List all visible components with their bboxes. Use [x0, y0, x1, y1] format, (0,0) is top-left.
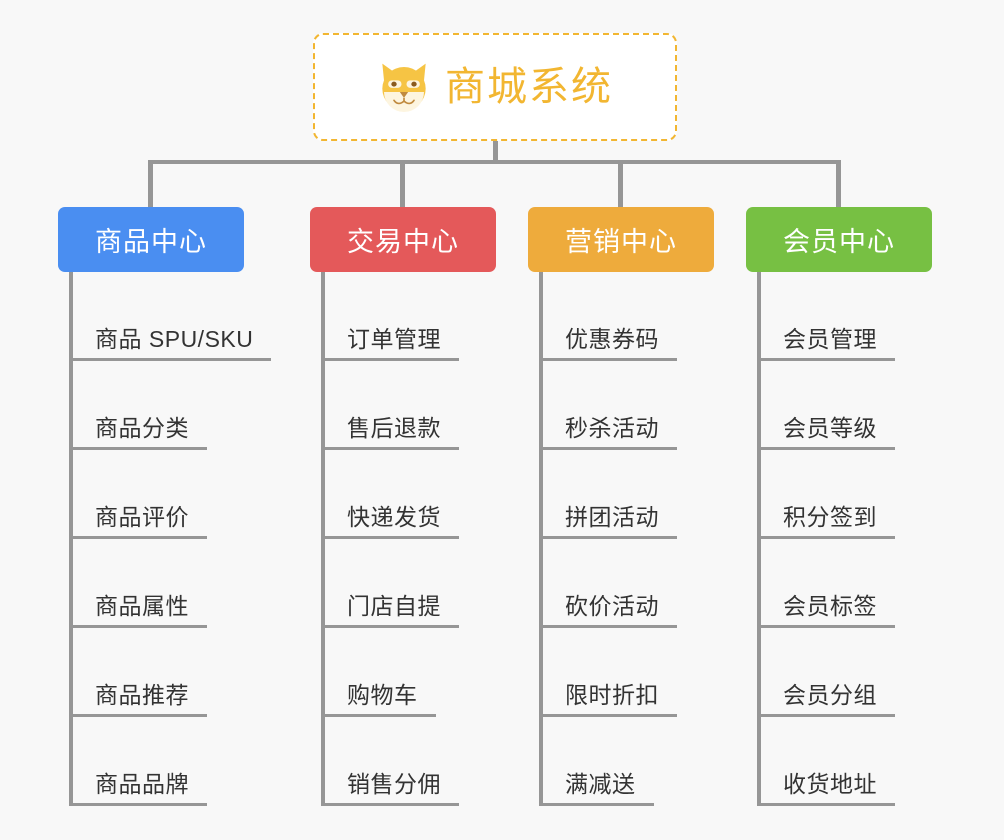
- leaf-label: 拼团活动: [565, 503, 659, 530]
- leaf-label: 门店自提: [347, 592, 441, 619]
- list-item[interactable]: 会员等级: [746, 361, 932, 450]
- column-spine: [69, 272, 73, 806]
- list-item[interactable]: 会员管理: [746, 272, 932, 361]
- shiba-dog-face-icon: [382, 63, 426, 112]
- list-item[interactable]: 售后退款: [310, 361, 496, 450]
- list-item[interactable]: 满减送: [528, 717, 714, 806]
- list-item[interactable]: 商品品牌: [58, 717, 244, 806]
- leaf-label: 订单管理: [347, 325, 441, 352]
- leaf-label: 优惠券码: [565, 325, 659, 352]
- root-title: 商城系统: [445, 65, 613, 109]
- list-item[interactable]: 积分签到: [746, 450, 932, 539]
- list-item[interactable]: 优惠券码: [528, 272, 714, 361]
- category-label: 营销中心: [565, 227, 677, 257]
- category-box-marketing-center[interactable]: 营销中心: [528, 207, 714, 272]
- leaf-label: 销售分佣: [347, 770, 441, 797]
- column-spine: [321, 272, 325, 806]
- list-item[interactable]: 快递发货: [310, 450, 496, 539]
- branch-column-trade-center: 交易中心 订单管理 售后退款 快递发货 门店自提 购物车 销售分佣: [310, 207, 496, 806]
- category-label: 商品中心: [95, 227, 207, 257]
- column-spine: [539, 272, 543, 806]
- list-item[interactable]: 秒杀活动: [528, 361, 714, 450]
- connector-drop-2: [400, 160, 405, 208]
- branch-column-product-center: 商品中心 商品 SPU/SKU 商品分类 商品评价 商品属性 商品推荐 商品品牌: [58, 207, 272, 806]
- list-item[interactable]: 订单管理: [310, 272, 496, 361]
- list-item[interactable]: 限时折扣: [528, 628, 714, 717]
- leaf-label: 快递发货: [347, 503, 441, 530]
- leaf-label: 满减送: [565, 770, 636, 797]
- category-label: 会员中心: [783, 227, 895, 257]
- root-node[interactable]: 商城系统: [313, 33, 677, 141]
- list-item[interactable]: 商品 SPU/SKU: [58, 272, 272, 361]
- leaf-label: 收货地址: [783, 770, 877, 797]
- list-item[interactable]: 会员分组: [746, 628, 932, 717]
- category-label: 交易中心: [347, 227, 459, 257]
- leaf-label: 会员管理: [783, 325, 877, 352]
- column-spine: [757, 272, 761, 806]
- list-item[interactable]: 砍价活动: [528, 539, 714, 628]
- leaf-label: 会员分组: [783, 681, 877, 708]
- list-item[interactable]: 收货地址: [746, 717, 932, 806]
- leaf-label: 商品品牌: [95, 770, 189, 797]
- list-item[interactable]: 拼团活动: [528, 450, 714, 539]
- branch-column-member-center: 会员中心 会员管理 会员等级 积分签到 会员标签 会员分组 收货地址: [746, 207, 932, 806]
- category-box-product-center[interactable]: 商品中心: [58, 207, 244, 272]
- list-item[interactable]: 会员标签: [746, 539, 932, 628]
- leaf-list-member-center: 会员管理 会员等级 积分签到 会员标签 会员分组 收货地址: [746, 272, 932, 806]
- leaf-label: 商品推荐: [95, 681, 189, 708]
- leaf-label: 商品属性: [95, 592, 189, 619]
- leaf-list-trade-center: 订单管理 售后退款 快递发货 门店自提 购物车 销售分佣: [310, 272, 496, 806]
- leaf-label: 会员标签: [783, 592, 877, 619]
- list-item[interactable]: 商品推荐: [58, 628, 244, 717]
- leaf-label: 商品评价: [95, 503, 189, 530]
- connector-drop-3: [618, 160, 623, 208]
- leaf-list-product-center: 商品 SPU/SKU 商品分类 商品评价 商品属性 商品推荐 商品品牌: [58, 272, 272, 806]
- connector-drop-4: [836, 160, 841, 208]
- category-box-member-center[interactable]: 会员中心: [746, 207, 932, 272]
- leaf-label: 积分签到: [783, 503, 877, 530]
- list-item[interactable]: 商品分类: [58, 361, 244, 450]
- connector-horizontal-bus: [148, 160, 840, 164]
- leaf-label: 售后退款: [347, 414, 441, 441]
- leaf-label: 秒杀活动: [565, 414, 659, 441]
- leaf-label: 购物车: [347, 681, 418, 708]
- connector-root-stem: [493, 141, 498, 163]
- leaf-list-marketing-center: 优惠券码 秒杀活动 拼团活动 砍价活动 限时折扣 满减送: [528, 272, 714, 806]
- branch-column-marketing-center: 营销中心 优惠券码 秒杀活动 拼团活动 砍价活动 限时折扣 满减送: [528, 207, 714, 806]
- connector-drop-1: [148, 160, 153, 208]
- leaf-label: 限时折扣: [565, 681, 659, 708]
- leaf-label: 商品 SPU/SKU: [95, 325, 254, 352]
- leaf-label: 砍价活动: [565, 592, 659, 619]
- list-item[interactable]: 门店自提: [310, 539, 496, 628]
- leaf-label: 商品分类: [95, 414, 189, 441]
- list-item[interactable]: 购物车: [310, 628, 496, 717]
- list-item[interactable]: 销售分佣: [310, 717, 496, 806]
- leaf-label: 会员等级: [783, 414, 877, 441]
- list-item[interactable]: 商品属性: [58, 539, 244, 628]
- category-box-trade-center[interactable]: 交易中心: [310, 207, 496, 272]
- list-item[interactable]: 商品评价: [58, 450, 244, 539]
